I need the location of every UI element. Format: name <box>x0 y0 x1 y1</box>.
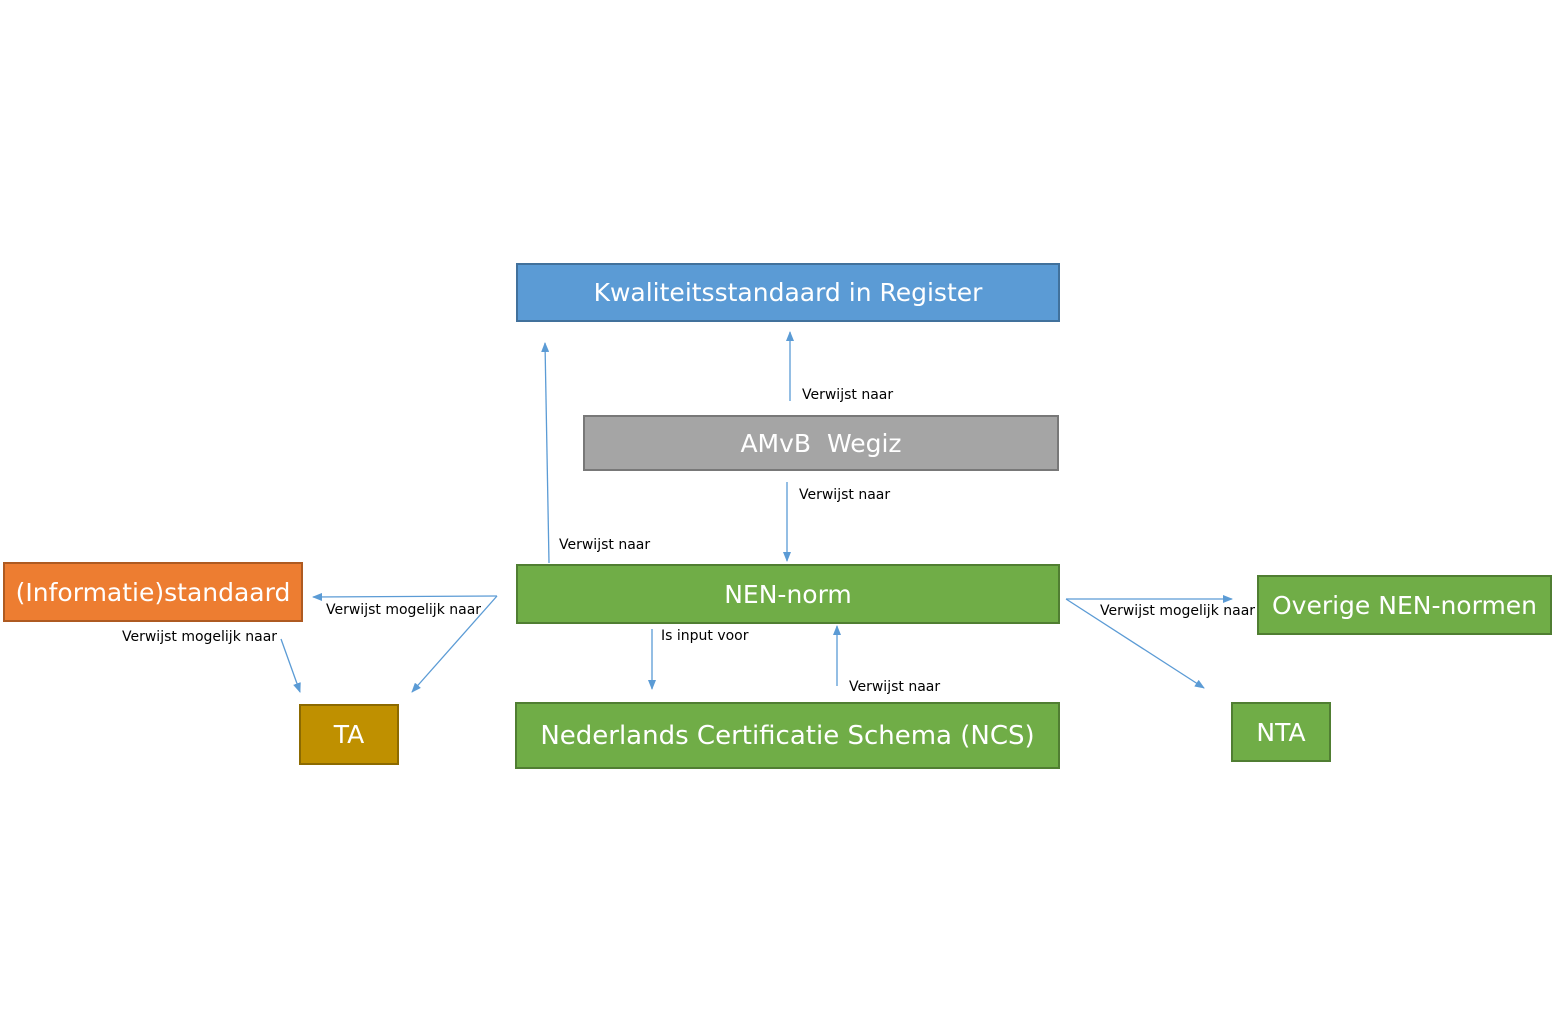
informatiestandaard-label: (Informatie)standaard <box>15 577 291 607</box>
edge-label-info-to-ta: Verwijst mogelijk naar <box>122 629 278 645</box>
nta-box: NTA <box>1231 702 1331 762</box>
edge-nen-to-info <box>312 592 498 601</box>
edge-label-nen-to-ncs: Is input voor <box>661 628 749 644</box>
amvb-wegiz-box: AMvB Wegiz <box>583 415 1059 471</box>
edge-label-nen-to-register: Verwijst naar <box>559 537 651 553</box>
ta-box: TA <box>299 704 399 765</box>
edge-label-nen-to-overige: Verwijst mogelijk naar <box>1100 603 1256 619</box>
edge-nen-to-nta <box>1065 598 1205 689</box>
overige-nen-normen-box: Overige NEN-normen <box>1257 575 1552 635</box>
edge-label-nen-to-amvb: Verwijst naar <box>799 487 891 503</box>
ncs-label: Nederlands Certificatie Schema (NCS) <box>540 720 1035 751</box>
register-box: Kwaliteitsstandaard in Register <box>516 263 1060 322</box>
amvb-wegiz-label: AMvB Wegiz <box>740 428 902 458</box>
edge-label-nen-to-info: Verwijst mogelijk naar <box>326 602 482 618</box>
informatiestandaard-box: (Informatie)standaard <box>3 562 303 622</box>
nta-label: NTA <box>1256 717 1306 747</box>
nen-norm-box: NEN-norm <box>516 564 1060 624</box>
nen-norm-label: NEN-norm <box>724 579 852 609</box>
ncs-box: Nederlands Certificatie Schema (NCS) <box>515 702 1060 769</box>
overige-nen-normen-label: Overige NEN-normen <box>1271 590 1538 620</box>
ta-label: TA <box>333 720 365 749</box>
edge-nen-to-ta <box>411 595 498 693</box>
edge-info-to-ta <box>280 638 301 693</box>
edge-nen-to-register <box>541 342 550 564</box>
edge-label-ncs-to-nen: Verwijst naar <box>849 679 941 695</box>
register-label: Kwaliteitsstandaard in Register <box>593 278 983 307</box>
edge-label-amvb-to-register: Verwijst naar <box>802 387 894 403</box>
